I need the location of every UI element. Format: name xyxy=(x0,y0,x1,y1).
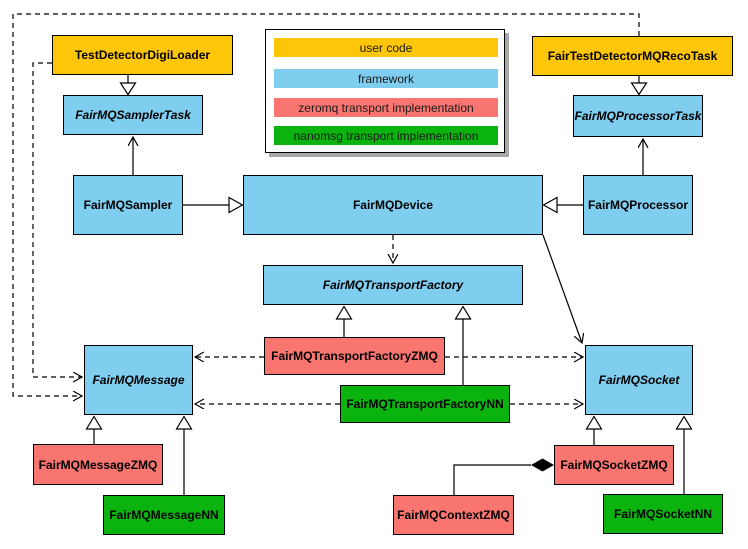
composition-connector xyxy=(453,458,554,495)
class-fairmqsocket: FairMQSocket xyxy=(585,345,693,415)
class-fairmqtransportfactory: FairMQTransportFactory xyxy=(263,265,523,305)
legend-item-framework: framework xyxy=(274,69,498,88)
class-fairmqcontextzmq: FairMQContextZMQ xyxy=(393,495,514,535)
composition-diamond-icon xyxy=(531,458,554,472)
legend: user code framework zeromq transport imp… xyxy=(265,29,505,153)
class-fairmqprocessor: FairMQProcessor xyxy=(583,175,693,235)
class-fairmqsocketnn: FairMQSocketNN xyxy=(603,494,723,534)
class-testdetectordigiloader: TestDetectorDigiLoader xyxy=(52,35,233,75)
class-fairmqprocessortask: FairMQProcessorTask xyxy=(573,95,703,137)
inheritance-connectors xyxy=(93,75,685,495)
association-connectors xyxy=(133,137,643,343)
legend-item-nanomsg: nanomsg transport implementation xyxy=(274,126,498,145)
class-fairmqtransportfactorynn: FairMQTransportFactoryNN xyxy=(340,385,510,423)
class-fairtestdetectormqrecotask: FairTestDetectorMQRecoTask xyxy=(532,36,733,76)
class-fairmqsocketzmq: FairMQSocketZMQ xyxy=(554,445,674,485)
class-fairmqsamplertask: FairMQSamplerTask xyxy=(63,95,203,135)
class-fairmqtransportfactoryzmq: FairMQTransportFactoryZMQ xyxy=(264,337,445,375)
class-fairmqmessage: FairMQMessage xyxy=(84,345,193,415)
inheritance-triangles xyxy=(85,82,693,430)
class-fairmqdevice: FairMQDevice xyxy=(243,175,543,235)
class-fairmqmessagezmq: FairMQMessageZMQ xyxy=(33,444,163,485)
dependency-connectors xyxy=(12,13,640,404)
class-fairmqsampler: FairMQSampler xyxy=(73,175,183,235)
class-fairmqmessagenn: FairMQMessageNN xyxy=(103,495,225,535)
legend-item-zeromq: zeromq transport implementation xyxy=(274,98,498,117)
legend-item-user-code: user code xyxy=(274,38,498,57)
